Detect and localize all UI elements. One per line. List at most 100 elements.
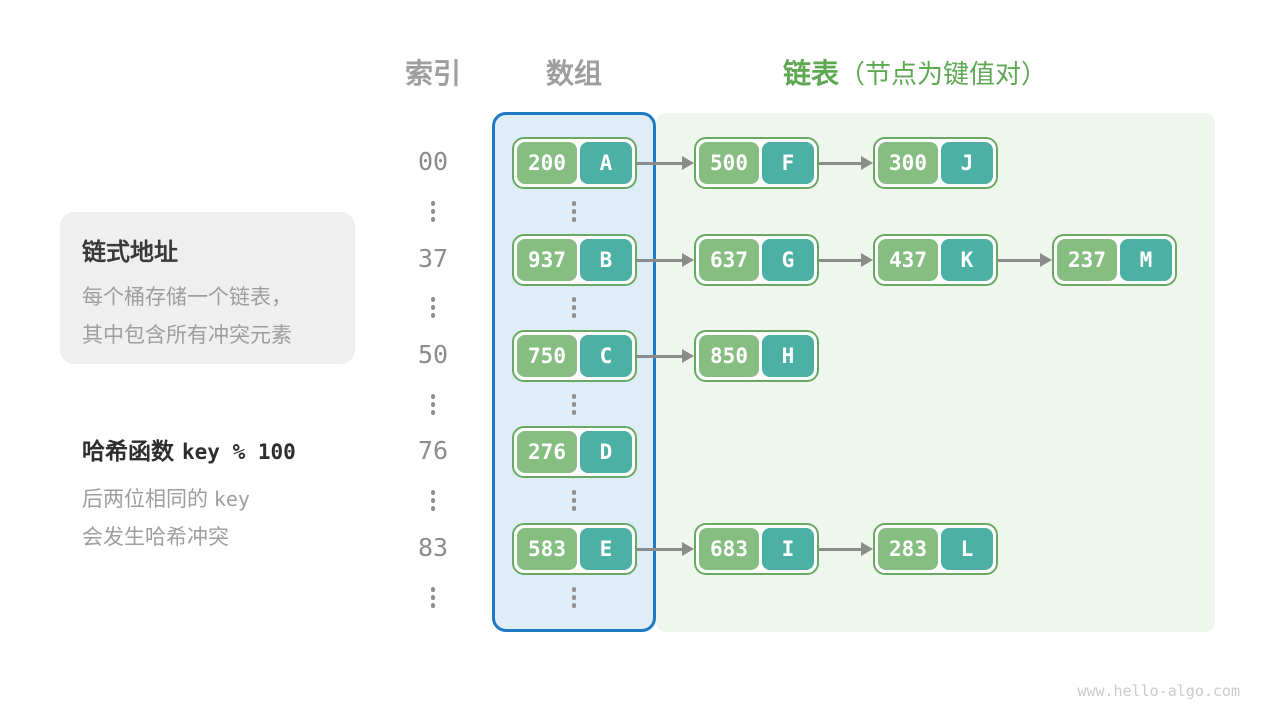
next-pointer-arrow (637, 542, 694, 556)
value-cell: D (580, 431, 632, 473)
next-pointer-arrow (637, 253, 694, 267)
dot (430, 595, 436, 600)
dot (571, 313, 577, 318)
dot (571, 217, 577, 222)
arrow-line (637, 161, 685, 165)
dot (571, 305, 577, 310)
ellipsis-dots (430, 394, 436, 415)
next-pointer-arrow (819, 542, 873, 556)
key-cell: 500 (699, 142, 759, 184)
dot (430, 297, 436, 302)
dot (571, 410, 577, 415)
value-cell: B (580, 239, 632, 281)
key-cell: 583 (517, 528, 577, 570)
dot (430, 410, 436, 415)
list-header-note: （节点为键值对） (839, 59, 1048, 89)
value-cell: M (1120, 239, 1172, 281)
ellipsis-dots (430, 201, 436, 222)
dot (430, 201, 436, 206)
info-box-line: 其中包含所有冲突元素 (82, 324, 292, 347)
next-pointer-arrow (998, 253, 1052, 267)
arrow-head (861, 542, 873, 556)
dot (571, 402, 577, 407)
arrow-line (819, 258, 864, 262)
dot (430, 217, 436, 222)
dot (430, 490, 436, 495)
info-box-line: 每个桶存储一个链表， (82, 286, 292, 309)
next-pointer-arrow (819, 253, 873, 267)
dot (571, 394, 577, 399)
ellipsis-dots (430, 587, 436, 608)
dot (430, 603, 436, 608)
list-column-header: 链表（节点为键值对） (700, 52, 1130, 92)
arrow-head (1040, 253, 1052, 267)
ellipsis-dots (430, 297, 436, 318)
key-cell: 750 (517, 335, 577, 377)
dot (571, 297, 577, 302)
key-cell: 276 (517, 431, 577, 473)
key-cell: 300 (878, 142, 938, 184)
index-label: 50 (417, 340, 449, 369)
arrow-head (682, 156, 694, 170)
index-label: 83 (417, 533, 449, 562)
arrow-head (682, 349, 694, 363)
dot (571, 490, 577, 495)
dot (430, 313, 436, 318)
dot (430, 506, 436, 511)
value-cell: C (580, 335, 632, 377)
value-cell: G (762, 239, 814, 281)
arrow-head (682, 542, 694, 556)
ellipsis-dots (571, 490, 577, 511)
key-cell: 283 (878, 528, 938, 570)
index-label: 37 (417, 244, 449, 273)
array-column-header: 数组 (545, 58, 602, 89)
arrow-line (998, 258, 1043, 262)
key-cell: 683 (699, 528, 759, 570)
dot (430, 498, 436, 503)
dot (571, 209, 577, 214)
dot (571, 506, 577, 511)
next-pointer-arrow (819, 156, 873, 170)
index-label: 76 (417, 436, 449, 465)
dot (571, 587, 577, 592)
hash-note-line: 会发生哈希冲突 (82, 526, 229, 549)
key-cell: 237 (1057, 239, 1117, 281)
arrow-line (637, 258, 685, 262)
key-cell: 937 (517, 239, 577, 281)
dot (430, 305, 436, 310)
next-pointer-arrow (637, 349, 694, 363)
hash-function-code: key % 100 (182, 440, 296, 464)
value-cell: J (941, 142, 993, 184)
arrow-head (861, 156, 873, 170)
list-header-label: 链表 (782, 58, 839, 89)
next-pointer-arrow (637, 156, 694, 170)
key-cell: 637 (699, 239, 759, 281)
arrow-line (819, 547, 864, 551)
ellipsis-dots (430, 490, 436, 511)
watermark: www.hello-algo.com (1077, 682, 1240, 700)
dot (571, 595, 577, 600)
index-column-header: 索引 (404, 58, 461, 89)
key-cell: 200 (517, 142, 577, 184)
key-cell: 437 (878, 239, 938, 281)
arrow-head (682, 253, 694, 267)
hash-function-title: 哈希函数 key % 100 (82, 432, 382, 466)
value-cell: I (762, 528, 814, 570)
dot (430, 394, 436, 399)
hash-function-label: 哈希函数 (82, 438, 174, 464)
arrow-line (819, 161, 864, 165)
value-cell: F (762, 142, 814, 184)
